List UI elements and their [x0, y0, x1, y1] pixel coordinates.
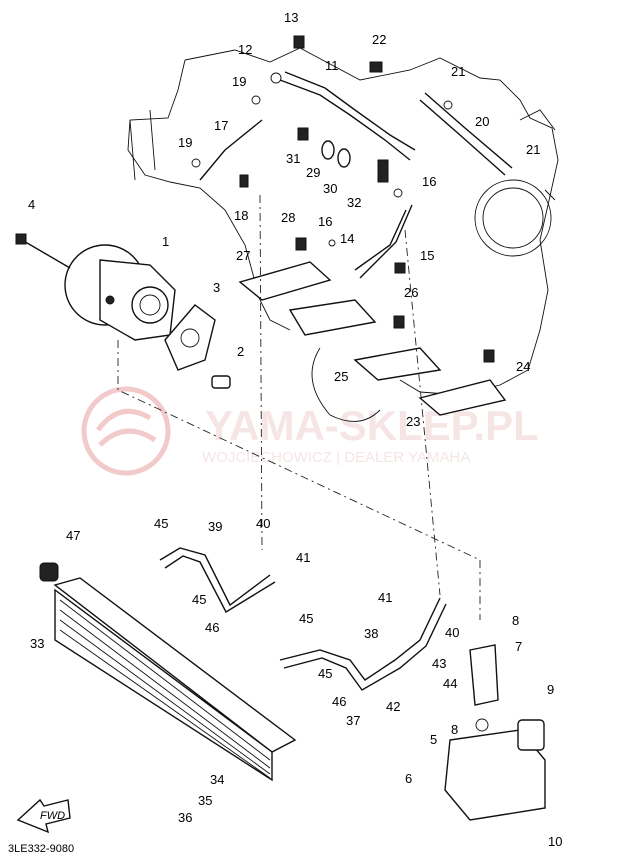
- callout-47: 47: [66, 528, 80, 543]
- baffle-plates: [238, 261, 507, 416]
- callout-35: 35: [198, 793, 212, 808]
- callout-31: 31: [286, 151, 300, 166]
- watermark: YAMA-SKLEP.PL WOJCIECHOWICZ | DEALER YAM…: [81, 386, 539, 476]
- callout-45a: 45: [154, 516, 168, 531]
- callout-41b: 41: [378, 590, 392, 605]
- callout-30: 30: [323, 181, 337, 196]
- dowel-pin: [211, 375, 231, 389]
- callout-8b: 8: [451, 722, 458, 737]
- leader-lines: [117, 194, 481, 620]
- small-bolts: [239, 35, 495, 363]
- callout-12: 12: [238, 42, 252, 57]
- callout-2: 2: [237, 344, 244, 359]
- fwd-arrow: FWD: [16, 798, 71, 834]
- callout-25: 25: [334, 369, 348, 384]
- callout-34: 34: [210, 772, 224, 787]
- oil-pump: [64, 244, 176, 341]
- watermark-subtitle: WOJCIECHOWICZ | DEALER YAMAHA: [202, 449, 470, 466]
- engine-casing: [127, 47, 559, 422]
- callout-10: 10: [548, 834, 562, 849]
- callout-45c: 45: [299, 611, 313, 626]
- callout-45b: 45: [192, 592, 206, 607]
- callout-41a: 41: [296, 550, 310, 565]
- callout-7: 7: [515, 639, 522, 654]
- pump-bolt: [15, 233, 71, 269]
- callout-21a: 21: [451, 64, 465, 79]
- callout-14: 14: [340, 231, 354, 246]
- callout-42: 42: [386, 699, 400, 714]
- callout-40a: 40: [256, 516, 270, 531]
- callout-16a: 16: [422, 174, 436, 189]
- callout-1: 1: [162, 234, 169, 249]
- oil-filter: [444, 644, 546, 821]
- callout-18: 18: [234, 208, 248, 223]
- callout-13: 13: [284, 10, 298, 25]
- callout-23: 23: [406, 414, 420, 429]
- callout-26: 26: [404, 285, 418, 300]
- callout-46a: 46: [205, 620, 219, 635]
- callout-4: 4: [28, 197, 35, 212]
- pump-cover-plate: [164, 304, 216, 371]
- callout-16b: 16: [318, 214, 332, 229]
- callout-8a: 8: [512, 613, 519, 628]
- callout-19b: 19: [178, 135, 192, 150]
- callout-43: 43: [432, 656, 446, 671]
- callout-17: 17: [214, 118, 228, 133]
- callout-39: 39: [208, 519, 222, 534]
- callout-28: 28: [281, 210, 295, 225]
- callout-44: 44: [443, 676, 457, 691]
- callout-21b: 21: [526, 142, 540, 157]
- callout-40b: 40: [445, 625, 459, 640]
- watermark-title: YAMA-SKLEP.PL: [205, 402, 539, 449]
- fwd-label: FWD: [40, 810, 65, 822]
- callout-20: 20: [475, 114, 489, 129]
- callout-29: 29: [306, 165, 320, 180]
- callout-9: 9: [547, 682, 554, 697]
- callout-36: 36: [178, 810, 192, 825]
- callout-38: 38: [364, 626, 378, 641]
- callout-46b: 46: [332, 694, 346, 709]
- callout-5: 5: [430, 732, 437, 747]
- washers: [191, 72, 453, 247]
- callout-45d: 45: [318, 666, 332, 681]
- callout-3: 3: [213, 280, 220, 295]
- callout-19a: 19: [232, 74, 246, 89]
- oil-pipes-lower: [159, 547, 447, 691]
- upper-oil-pipe: [199, 71, 513, 279]
- callout-27: 27: [236, 248, 250, 263]
- callout-numbers: 1 2 3 4 5 6 7 8 8 9 10 11 12 13 14 15 16…: [28, 10, 562, 849]
- callout-32: 32: [347, 195, 361, 210]
- diagram-code: 3LE332-9080: [8, 843, 74, 855]
- oil-cooler: [39, 562, 297, 782]
- callout-37: 37: [346, 713, 360, 728]
- callout-33: 33: [30, 636, 44, 651]
- callout-6: 6: [405, 771, 412, 786]
- callout-15: 15: [420, 248, 434, 263]
- callout-24: 24: [516, 359, 530, 374]
- callout-22: 22: [372, 32, 386, 47]
- callout-11: 11: [325, 58, 339, 73]
